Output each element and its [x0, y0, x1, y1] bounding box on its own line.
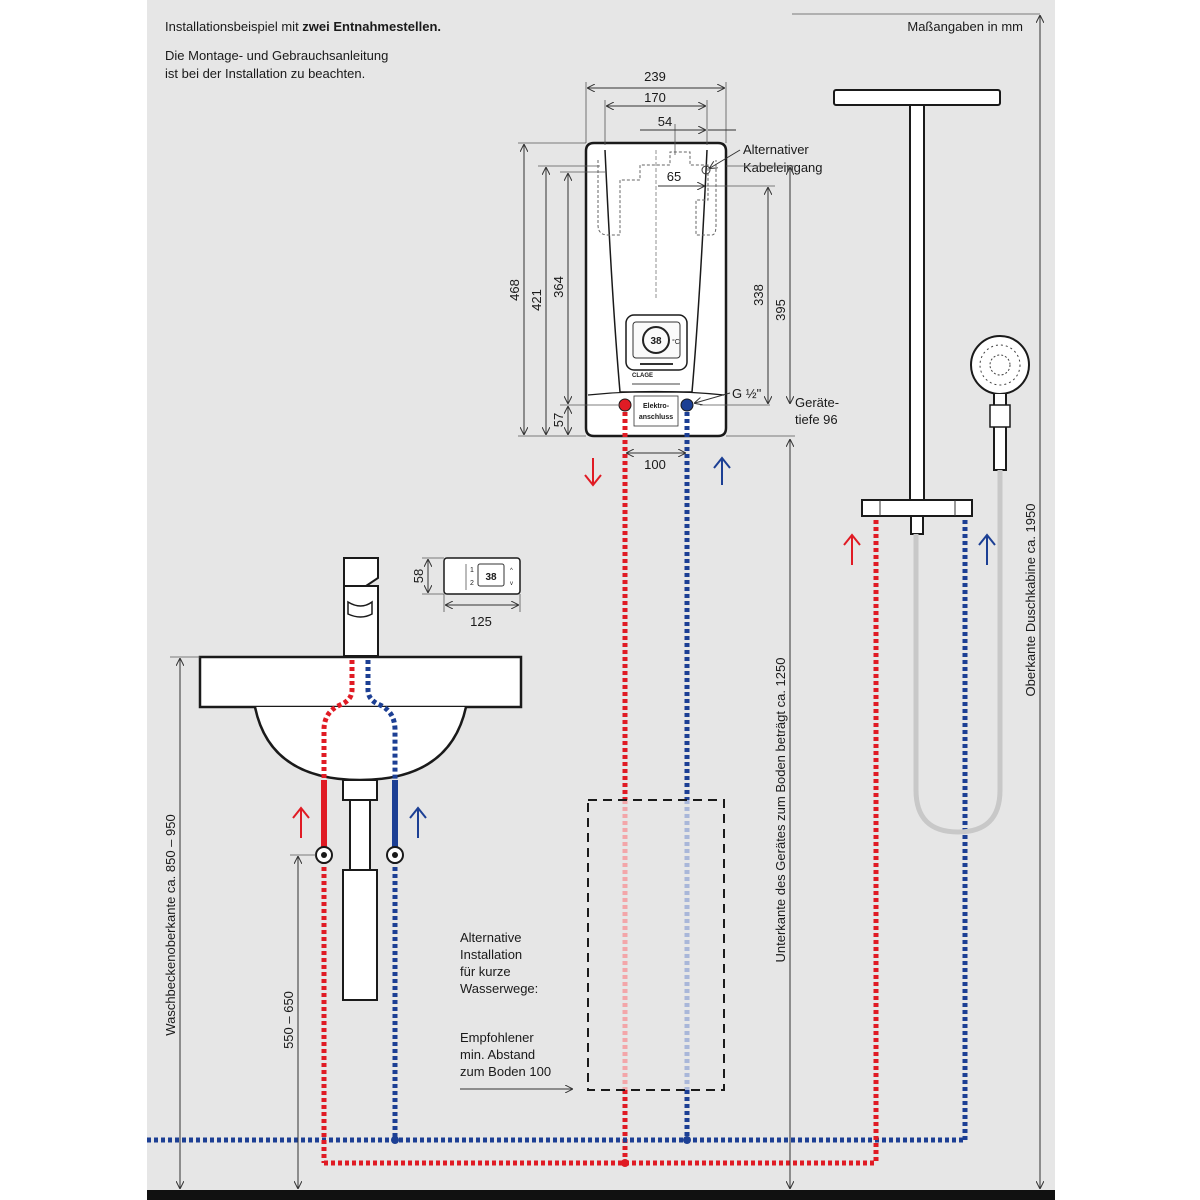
remote-key-2: 2 [470, 580, 474, 587]
device-bottom-label: Unterkante des Gerätes zum Boden beträgt… [773, 658, 788, 963]
heater-width-dimensions: 239 170 54 65 Alternativer Kabeleingang [585, 69, 823, 186]
dim-170: 170 [644, 90, 666, 105]
dim-65: 65 [667, 169, 681, 184]
floor-line [147, 1190, 1055, 1200]
basin-cold-arrow [409, 806, 427, 838]
alt-cable-label-2: Kabeleingang [743, 160, 823, 175]
shower-head-overhead [833, 89, 1001, 106]
faucet-spout [347, 600, 373, 618]
alt-install-box [587, 799, 725, 1091]
valve-height-label: 550 – 650 [281, 991, 296, 1049]
heater-display-temp: 38 [650, 336, 662, 347]
note-line-1: Die Montage- und Gebrauchsanleitung [165, 48, 388, 63]
heater-brand: CLAGE [632, 373, 653, 379]
faucet-lever [343, 557, 379, 587]
shower-hose [913, 470, 1003, 835]
dim-57: 57 [551, 413, 566, 427]
shower [833, 89, 1030, 835]
washbasin [198, 557, 523, 1001]
remote-key-1: 1 [470, 567, 474, 574]
recommended-line-2: min. Abstand [460, 1047, 535, 1062]
alt-install-line-2: Installation [460, 947, 522, 962]
depth-label-1: Geräte- [795, 395, 839, 410]
heater-display-unit: °C [672, 338, 680, 346]
remote-control: 38 1 2 ^ v 58 125 [411, 557, 521, 629]
units-note: Maßangaben in mm [907, 19, 1023, 34]
heater-temp-ring [642, 326, 670, 354]
heater-hidden-outline [597, 151, 717, 236]
remote-width-dim: 125 [470, 614, 492, 629]
dim-395: 395 [773, 299, 788, 321]
dim-338: 338 [751, 284, 766, 306]
basin-top [198, 655, 523, 709]
heater-display-bar [640, 363, 673, 365]
shower-hot-arrow [843, 533, 861, 565]
alt-install-text: Alternative Installation für kurze Wasse… [460, 930, 572, 1089]
basin-height-dimension: Waschbeckenoberkante ca. 850 – 950 550 –… [163, 656, 316, 1188]
heater-height-dimensions-left: 468 421 364 57 [507, 142, 620, 437]
dim-364: 364 [551, 276, 566, 298]
pipe-spacing-dimension: 100 [627, 453, 685, 472]
basin-height-label: Waschbeckenoberkante ca. 850 – 950 [163, 814, 178, 1035]
elektro-label-1: Elektro- [643, 403, 670, 410]
recommended-line-3: zum Boden 100 [460, 1064, 551, 1079]
drain-top [342, 779, 378, 801]
remote-height-dim: 58 [411, 569, 426, 583]
cold-in-arrow [713, 456, 731, 485]
note-line-2: ist bei der Installation zu beachten. [165, 66, 365, 81]
hot-out-arrow [584, 458, 602, 487]
heater-flow-arrows [584, 456, 731, 487]
intro-text: Installationsbeispiel mit zwei Entnahmes… [165, 19, 441, 34]
shower-outlet [910, 515, 924, 535]
recommended-line-1: Empfohlener [460, 1030, 534, 1045]
dim-100: 100 [644, 457, 666, 472]
remote-display-temp: 38 [485, 572, 497, 583]
dim-54: 54 [658, 114, 672, 129]
alt-install-line-4: Wasserwege: [460, 981, 538, 996]
hot-connector [618, 398, 632, 412]
drain-pipe [349, 799, 371, 871]
svg-text:v: v [510, 581, 513, 587]
alt-cable-label-1: Alternativer [743, 142, 809, 157]
svg-text:^: ^ [510, 568, 513, 574]
elektro-label-2: anschluss [639, 414, 673, 421]
basin-hot-arrow [292, 806, 310, 838]
water-heater: 38 °C CLAGE Elektro- anschluss [584, 141, 728, 438]
alt-install-line-1: Alternative [460, 930, 521, 945]
dim-468: 468 [507, 279, 522, 301]
shower-top-label: Oberkante Duschkabine ca. 1950 [1023, 504, 1038, 697]
shower-riser [909, 104, 925, 501]
dim-421: 421 [529, 289, 544, 311]
depth-label-2: tiefe 96 [795, 412, 838, 427]
faucet-body [343, 585, 379, 657]
cable-entry-mark [701, 165, 711, 175]
height-dimensions-right: Unterkante des Gerätes zum Boden beträgt… [773, 16, 1040, 1188]
dim-239: 239 [644, 69, 666, 84]
elektro-box [633, 395, 679, 427]
heater-display [632, 321, 681, 359]
thread-label: G ½" [732, 386, 762, 401]
remote-display [477, 563, 505, 587]
cold-connector [680, 398, 694, 412]
siphon [342, 869, 378, 1001]
heater-height-dimensions-right: 338 395 G ½" Geräte- tiefe 96 [695, 165, 839, 437]
shower-cold-arrow [978, 533, 996, 565]
heater-bottom-seam [587, 390, 725, 396]
alt-install-line-3: für kurze [460, 964, 511, 979]
